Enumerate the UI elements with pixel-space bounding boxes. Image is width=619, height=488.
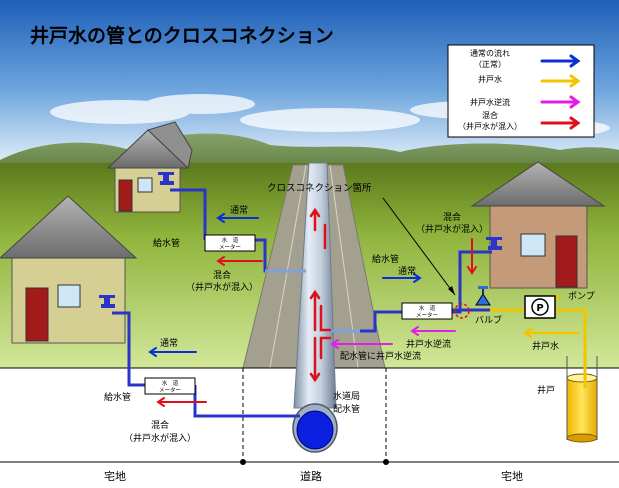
arrow-main-up — [309, 207, 321, 232]
valve-icon — [475, 286, 491, 306]
legend-label-backflow: 井戸水逆流 — [470, 97, 510, 107]
legend-swatch-normal — [540, 54, 581, 68]
label-main-pipe-line1: 水道局 — [333, 390, 360, 402]
house-back-left — [106, 121, 193, 213]
label-left-top-supply-pipe: 給水管 — [153, 237, 180, 249]
label-left-top-mix-line1: 混合 — [213, 269, 231, 281]
label-well-water: 井戸水 — [532, 340, 559, 352]
arrow-backflow-main — [330, 339, 393, 349]
legend-label-normal-line2: （正常） — [474, 60, 506, 69]
ground-label-center: 道路 — [300, 469, 322, 483]
cross-connection-pointer-head — [448, 286, 455, 295]
arrow-mix-back-left — [216, 256, 263, 266]
arrow-normal-back-left — [216, 213, 259, 223]
arrow-backflow-well — [410, 326, 456, 336]
ground-label-left: 宅地 — [104, 469, 126, 483]
label-left-bottom-supply-pipe: 給水管 — [104, 391, 131, 403]
legend-swatch-mix — [540, 116, 581, 130]
house-front-left — [0, 195, 138, 344]
boundary-dot-left — [240, 459, 246, 465]
meter-label-line1: 水 道 — [222, 236, 239, 244]
boundary-dot-right — [383, 459, 389, 465]
label-right-mix-line1: 混合 — [443, 211, 461, 223]
arrow-normal-front-left — [148, 347, 197, 357]
mix-branch-low — [319, 336, 332, 360]
arrow-well-water — [522, 327, 580, 339]
water-meter-back-left: 水 道 メーター — [204, 234, 256, 252]
label-pump: ポンプ — [568, 291, 595, 302]
service-pipe-joints — [265, 269, 360, 333]
pump-icon: P — [524, 295, 556, 319]
label-right-mix-line2: （井戸水が混入） — [416, 223, 488, 235]
arrow-mix-right — [467, 238, 477, 275]
label-valve: バルブ — [475, 314, 502, 326]
legend-label-well-water: 井戸水 — [478, 74, 502, 84]
road-edge-right — [329, 164, 359, 369]
label-left-bottom-mix-line1: 混合 — [151, 419, 169, 431]
legend-label-mix-line2: （井戸水が混入） — [458, 121, 522, 131]
label-left-bottom-normal: 通常 — [160, 337, 178, 349]
house-right — [470, 161, 606, 289]
pump-symbol: P — [536, 303, 543, 314]
meter-label-line2: メーター — [219, 243, 241, 251]
label-main-backflow: 配水管に井戸水逆流 — [340, 350, 421, 362]
ground-label-right: 宅地 — [501, 469, 523, 483]
mix-branch-mid — [319, 304, 332, 332]
well-water-pipe — [490, 295, 587, 388]
meter-label-line2: メーター — [159, 386, 181, 394]
label-right-normal: 通常 — [398, 265, 416, 277]
legend-swatch-backflow — [540, 95, 581, 109]
label-left-top-normal: 通常 — [230, 204, 248, 216]
arrow-mix-front-left — [156, 397, 207, 407]
arrow-main-up-2 — [309, 289, 321, 332]
legend-arrows — [540, 54, 581, 130]
legend: 通常の流れ （正常） 井戸水 井戸水逆流 混合 （井戸水が混入） — [447, 44, 595, 138]
well — [566, 356, 598, 443]
service-pipes — [112, 188, 492, 418]
legend-swatch-well-water — [540, 74, 581, 88]
main-pipe-mix-arrows — [309, 207, 332, 383]
meter-label-line1: 水 道 — [162, 379, 179, 387]
label-left-top-mix-line2: （井戸水が混入） — [186, 281, 258, 293]
arrow-normal-right — [382, 273, 422, 283]
cross-connection-pointer — [382, 197, 456, 296]
label-well-backflow: 井戸水逆流 — [406, 338, 451, 350]
flow-arrows — [148, 213, 580, 407]
faucet-right-icon — [486, 237, 502, 250]
road-edge-left — [269, 164, 307, 369]
label-left-bottom-mix-line2: （井戸水が混入） — [124, 432, 196, 444]
faucet-back-left-icon — [158, 172, 174, 185]
page-title: 井戸水の管とのクロスコネクション — [30, 24, 334, 47]
label-cross-connection: クロスコネクション箇所 — [267, 182, 372, 194]
label-main-pipe-line2: 配水管 — [333, 403, 360, 415]
legend-label-normal-line1: 通常の流れ — [470, 48, 510, 58]
legend-label-mix-line1: 混合 — [482, 110, 498, 120]
faucet-front-left-icon — [99, 295, 115, 308]
label-well: 井戸 — [537, 384, 555, 396]
water-meter-front-left: 水 道 メーター — [144, 377, 196, 395]
meter-label-line2: メーター — [416, 311, 438, 319]
label-right-supply-pipe: 給水管 — [372, 253, 399, 265]
cross-connection-mark-icon — [454, 303, 470, 319]
water-meter-right: 水 道 メーター — [401, 302, 453, 320]
meter-label-line1: 水 道 — [419, 304, 436, 312]
arrow-main-down — [309, 336, 321, 383]
